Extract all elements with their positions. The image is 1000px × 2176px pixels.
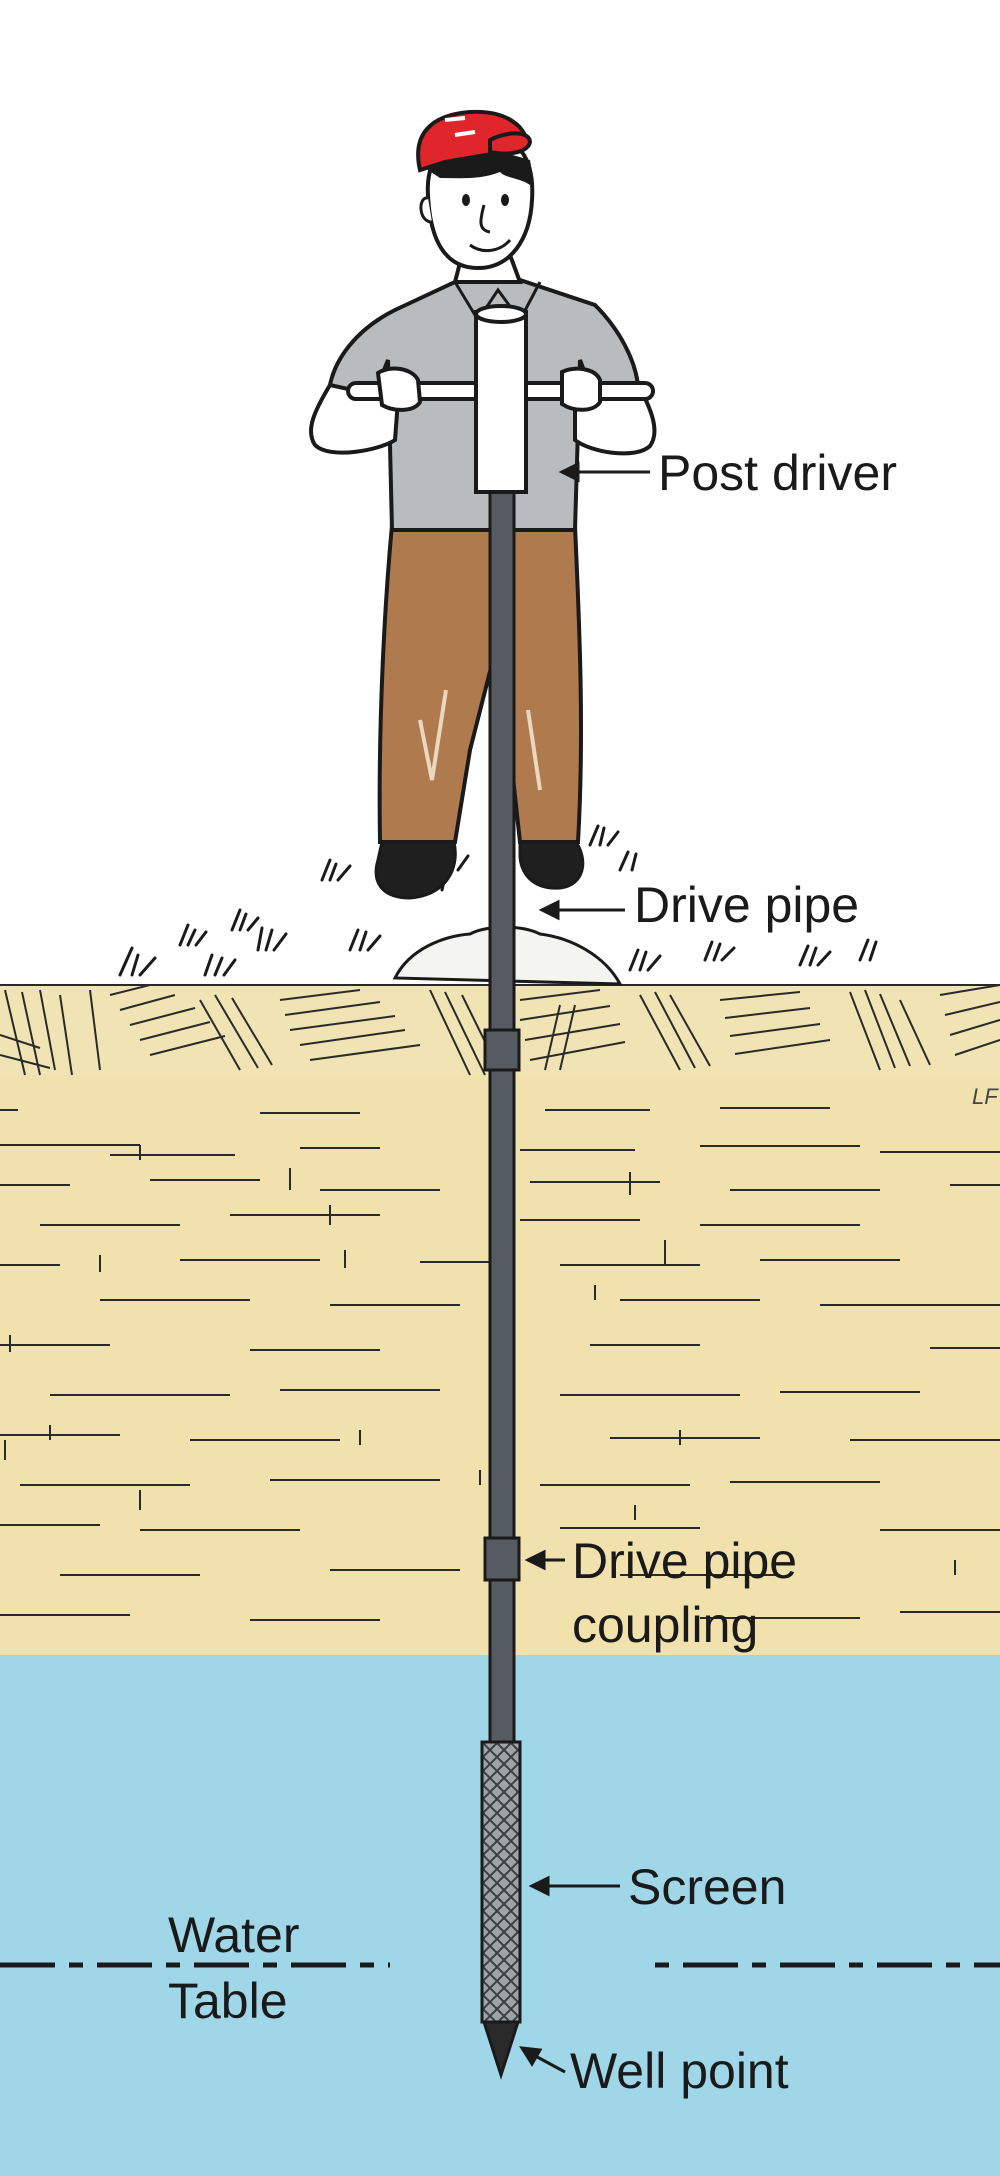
well-point-tip: [481, 2020, 521, 2080]
label-coupling-line1: Drive pipe: [572, 1533, 797, 1589]
left-shoe: [374, 840, 457, 900]
topsoil-hatching: [0, 984, 1000, 1076]
label-table: Table: [168, 1973, 288, 2029]
left-hand: [375, 366, 423, 412]
label-post-driver: Post driver: [658, 445, 897, 501]
pipe-coupling-upper: [483, 1028, 521, 1072]
subsoil-lines: [0, 1107, 1000, 1621]
label-coupling-line2: coupling: [572, 1597, 758, 1653]
right-hand: [560, 366, 602, 412]
pants: [377, 523, 583, 844]
right-shoe: [518, 840, 585, 890]
well-screen: [480, 1740, 522, 2024]
grass-tufts: [118, 824, 878, 977]
label-well-point: Well point: [570, 2043, 789, 2099]
artist-signature: LF: [972, 1084, 999, 1109]
post-driver: [474, 310, 528, 494]
label-drive-pipe: Drive pipe: [634, 877, 859, 933]
pointer-lines: [519, 461, 650, 2074]
label-water: Water: [168, 1907, 300, 1963]
pipe-coupling-lower: [483, 1536, 521, 1582]
left-arm: [309, 382, 401, 455]
label-screen: Screen: [628, 1859, 786, 1915]
person: [309, 109, 657, 900]
